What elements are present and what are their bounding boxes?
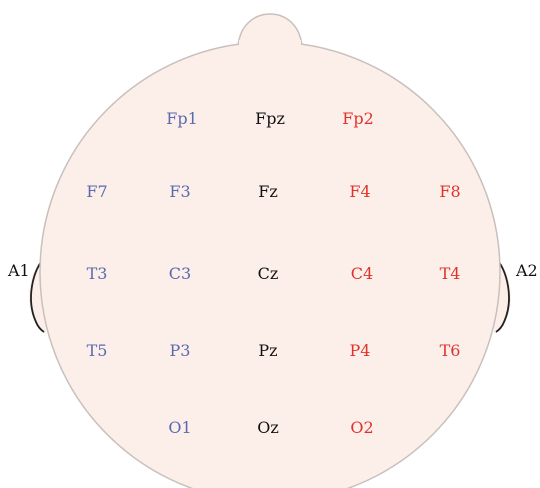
electrode-fp2: Fp2 <box>342 109 374 128</box>
electrode-fz: Fz <box>258 182 278 201</box>
electrode-t4: T4 <box>440 264 461 283</box>
ear-label-a1: A1 <box>7 261 30 280</box>
electrode-t5: T5 <box>87 341 108 360</box>
electrode-o2: O2 <box>350 418 373 437</box>
electrode-cz: Cz <box>258 264 279 283</box>
electrode-f7: F7 <box>86 182 107 201</box>
electrode-c3: C3 <box>169 264 191 283</box>
ear-label-a2: A2 <box>515 261 538 280</box>
electrode-pz: Pz <box>258 341 277 360</box>
electrode-t3: T3 <box>87 264 108 283</box>
electrode-p4: P4 <box>350 341 371 360</box>
electrode-fp1: Fp1 <box>166 109 198 128</box>
electrode-o1: O1 <box>168 418 191 437</box>
right-ear-outline <box>493 255 510 333</box>
electrode-f3: F3 <box>169 182 190 201</box>
electrode-fpz: Fpz <box>255 109 285 128</box>
electrode-p3: P3 <box>170 341 191 360</box>
nose-seam-cover <box>239 40 301 56</box>
electrode-f8: F8 <box>439 182 460 201</box>
electrode-t6: T6 <box>440 341 461 360</box>
left-ear-outline <box>30 255 47 333</box>
electrode-oz: Oz <box>257 418 279 437</box>
electrode-c4: C4 <box>351 264 373 283</box>
electrode-f4: F4 <box>349 182 370 201</box>
